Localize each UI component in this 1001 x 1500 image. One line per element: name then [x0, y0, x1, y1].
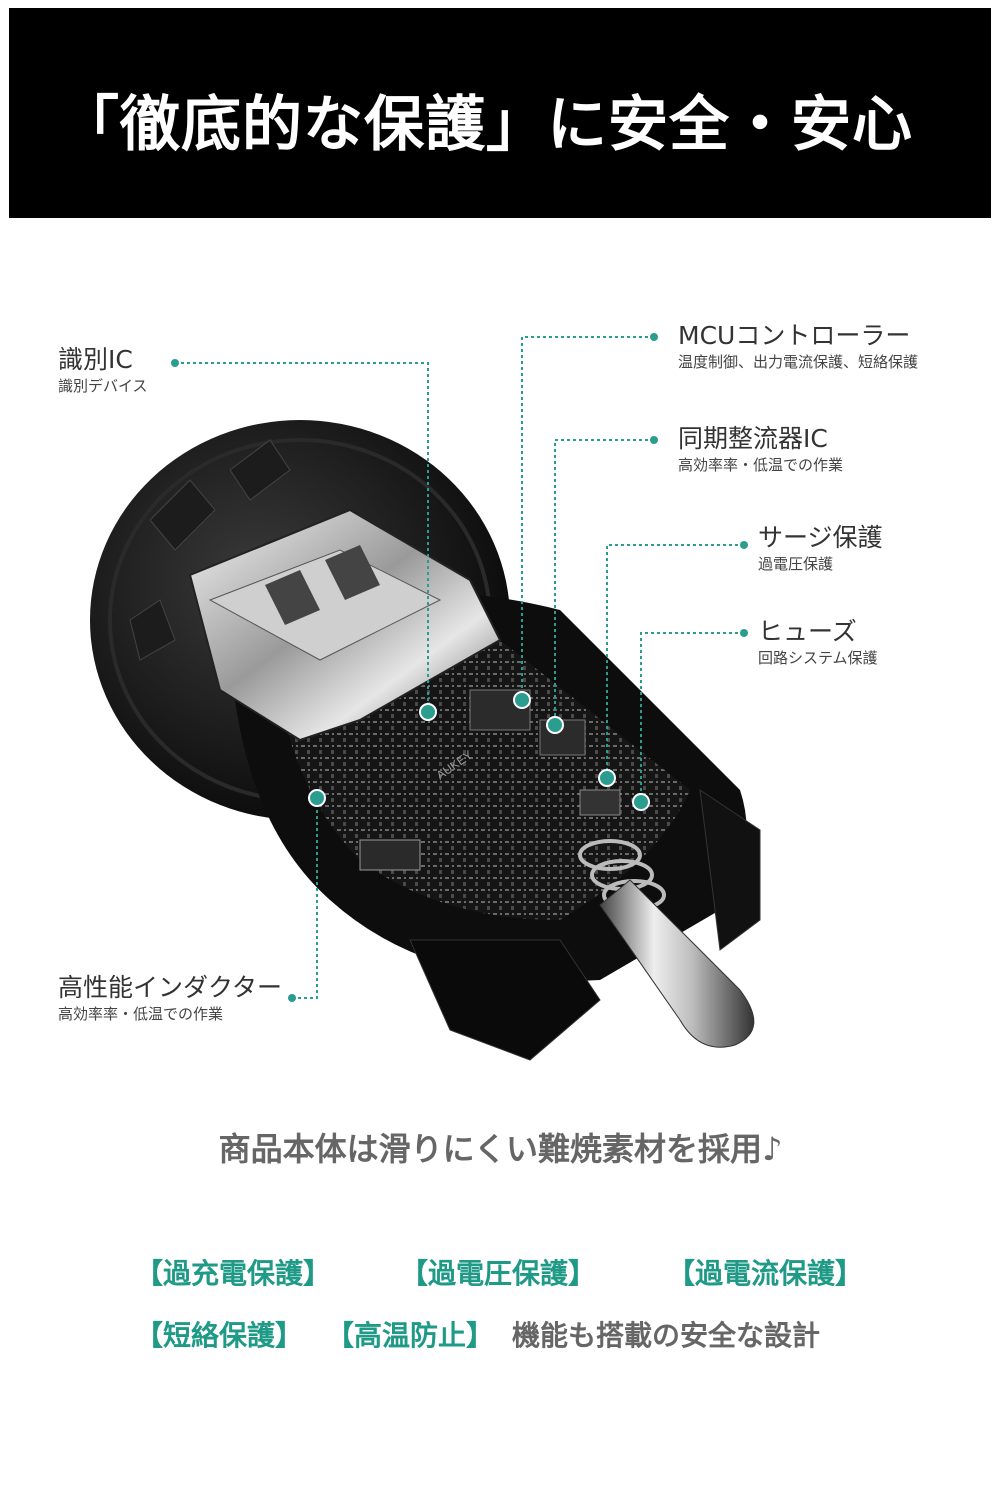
marker-dot [171, 359, 179, 367]
component-marker [513, 691, 531, 709]
product-illustration: AUKEY [90, 333, 761, 1061]
feature-overcurrent: 【過電流保護】 [667, 1257, 864, 1290]
annotation-sync-rectifier-subtitle: 高効率率・低温での作業 [678, 456, 844, 474]
annotation-mcu-title: MCUコントローラー [678, 321, 911, 350]
annotation-surge-subtitle: 過電圧保護 [758, 555, 834, 573]
feature-overheat: 【高温防止】 [326, 1319, 495, 1352]
marker-dot [740, 541, 748, 549]
feature-overcharge: 【過充電保護】 [135, 1257, 332, 1290]
annotation-sync-rectifier-title: 同期整流器IC [678, 424, 828, 453]
annotation-mcu-subtitle: 温度制御、出力電流保護、短絡保護 [678, 353, 919, 371]
tagline: 商品本体は滑りにくい難焼素材を採用♪ [218, 1130, 783, 1168]
component-marker [419, 703, 437, 721]
feature-summary: 機能も搭載の安全な設計 [512, 1319, 821, 1352]
marker-dot [740, 629, 748, 637]
component-marker [598, 769, 616, 787]
marker-dot [288, 994, 296, 1002]
annotation-fuse-subtitle: 回路システム保護 [758, 649, 878, 667]
header-banner: 「徹底的な保護」に安全・安心 [9, 8, 991, 218]
annotation-fuse-title: ヒューズ [758, 617, 857, 646]
header-title: 「徹底的な保護」に安全・安心 [59, 90, 913, 160]
annotation-surge-title: サージ保護 [758, 523, 883, 552]
component-marker [308, 789, 326, 807]
feature-overvoltage: 【過電圧保護】 [400, 1257, 597, 1290]
feature-short-circuit: 【短絡保護】 [135, 1319, 304, 1352]
marker-dot [650, 333, 658, 341]
component-marker [632, 793, 650, 811]
marker-dot [650, 436, 658, 444]
annotation-inductor-title: 高性能インダクター [58, 973, 283, 1002]
component-marker [546, 716, 564, 734]
annotation-id-ic-title: 識別IC [58, 345, 133, 374]
contact-pin [599, 879, 755, 1048]
annotation-inductor-subtitle: 高効率率・低温での作業 [58, 1005, 224, 1023]
annotation-id-ic-subtitle: 識別デバイス [58, 377, 148, 395]
